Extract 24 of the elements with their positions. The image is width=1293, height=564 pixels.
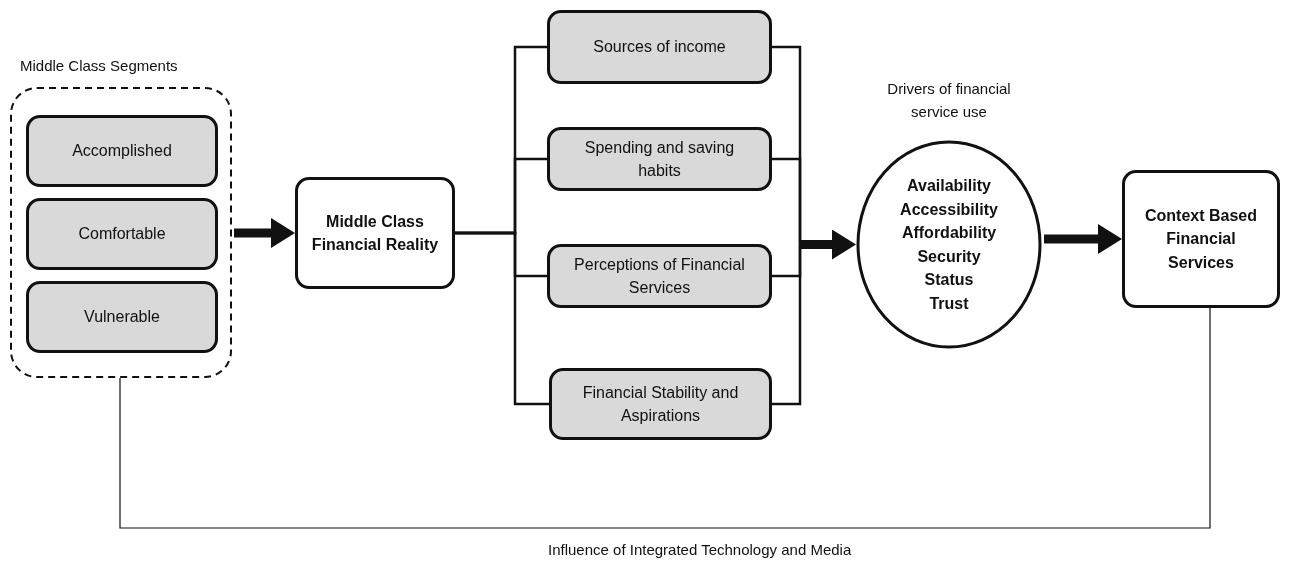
arrow [800,229,856,260]
category-box: Sources of income [547,10,772,84]
driver-item: Status [923,270,975,290]
driver-item: Security [916,246,982,267]
bracket-line [772,244,802,406]
driver-item: Affordability [900,223,998,243]
driver-item: Trust [928,293,970,314]
arrow [1044,224,1122,254]
category-box: Spending and saving habits [547,127,772,191]
bracket-line [772,157,802,245]
process-box: Context Based Financial Services [1122,170,1280,308]
connector-line [455,231,549,406]
driver-item: Accessibility [899,199,999,220]
category-box: Comfortable [26,198,218,270]
driver-item: Availability [906,176,992,196]
category-box: Perceptions of Financial Services [547,244,772,308]
category-box: Vulnerable [26,281,218,353]
arrow [234,218,295,248]
ellipse-heading: Drivers of financial service use [886,79,1012,122]
category-box: Financial Stability and Aspirations [549,368,772,440]
category-box: Accomplished [26,115,218,187]
process-box: Middle Class Financial Reality [295,177,455,289]
connector-line [119,307,1211,529]
group-heading: Middle Class Segments [20,56,178,76]
